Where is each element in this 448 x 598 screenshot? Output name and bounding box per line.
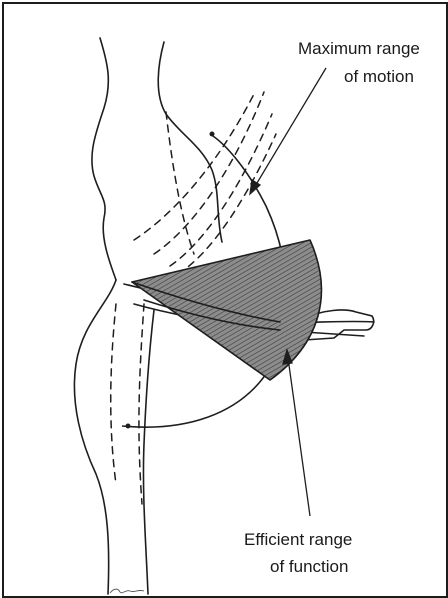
chest-contour: [158, 42, 222, 242]
arc-point-top: [210, 132, 215, 137]
arc-point-bottom: [126, 424, 131, 429]
hanging-arm-dashed-1: [111, 304, 116, 484]
back-contour: [92, 38, 116, 280]
efficient-range-label-line1: Efficient range: [244, 528, 352, 552]
efficient-range-leader: [288, 358, 310, 516]
efficient-range-label-line2: of function: [270, 555, 348, 579]
raised-arm-dashed-1: [134, 94, 254, 240]
shoulder-range-diagram: [4, 4, 446, 596]
maximum-range-leader: [254, 68, 326, 188]
artist-signature: [108, 586, 148, 596]
maximum-range-label-line2: of motion: [344, 65, 414, 89]
maximum-range-label-line1: Maximum range: [298, 37, 420, 61]
body-front-dashed: [166, 112, 194, 254]
front-contour: [143, 310, 154, 594]
buttock-contour: [74, 280, 116, 594]
